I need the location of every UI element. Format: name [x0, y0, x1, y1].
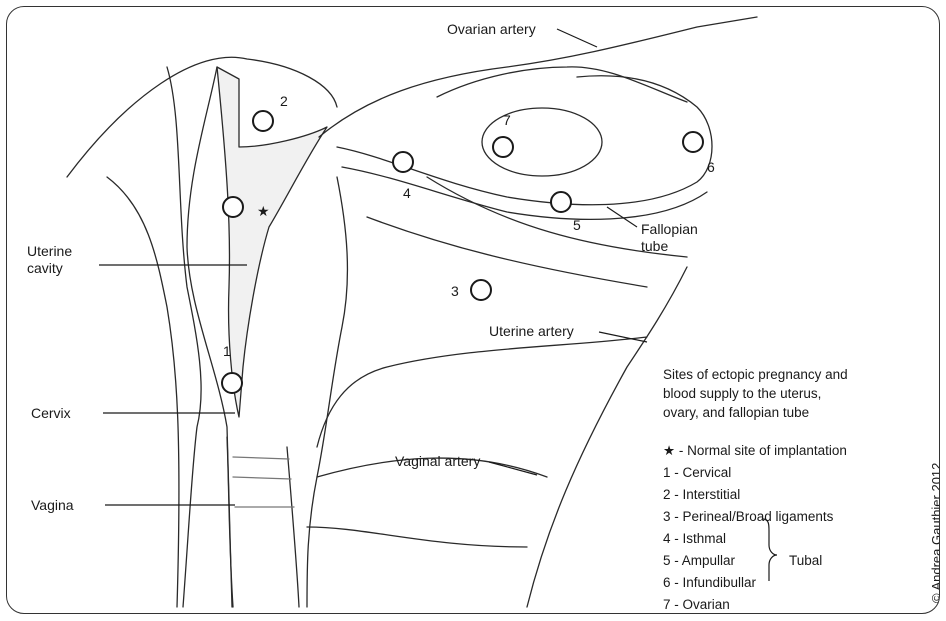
- site-4-marker: [393, 152, 413, 172]
- normal-site-star: ★: [257, 203, 270, 220]
- site-number-7: 7: [503, 112, 511, 128]
- legend-item-5: 5 - Ampullar: [663, 553, 735, 569]
- fallopian-tube: [337, 76, 712, 220]
- label-ovarian-artery: Ovarian artery: [447, 21, 536, 38]
- legend-tubal-label: Tubal: [789, 553, 822, 569]
- ovarian-artery-leader: [557, 29, 597, 47]
- site-number-6: 6: [707, 159, 715, 175]
- legend-title: Sites of ectopic pregnancy and blood sup…: [663, 365, 848, 422]
- site-number-4: 4: [403, 185, 411, 201]
- normal-site-marker: [223, 197, 243, 217]
- vagina-wall: [227, 437, 299, 607]
- vaginal-artery: [307, 458, 547, 547]
- site-6-marker: [683, 132, 703, 152]
- legend-normal: ★ - Normal site of implantation: [663, 443, 847, 459]
- site-2-marker: [253, 111, 273, 131]
- broad-ligament: [367, 177, 687, 287]
- site-5-marker: [551, 192, 571, 212]
- diagram-frame: 1 2 3 4 5 6 7 ★ Ovarian artery Fallopian…: [6, 6, 940, 614]
- site-number-1: 1: [223, 343, 231, 359]
- label-fallopian-tube: Fallopian tube: [641, 221, 698, 255]
- site-number-3: 3: [451, 283, 459, 299]
- tubal-bracket: [763, 519, 777, 581]
- legend-item-7: 7 - Ovarian: [663, 597, 730, 613]
- site-number-5: 5: [573, 217, 581, 233]
- copyright-notice: © Andrea Gauthier 2012: [929, 463, 940, 603]
- legend-item-6: 6 - Infundibullar: [663, 575, 756, 591]
- legend-item-3: 3 - Perineal/Broad ligaments: [663, 509, 833, 525]
- vaginal-artery-leader: [489, 462, 537, 475]
- uterine-artery: [317, 267, 687, 607]
- site-3-marker: [471, 280, 491, 300]
- site-1-marker: [222, 373, 242, 393]
- site-number-2: 2: [280, 93, 288, 109]
- label-uterine-cavity: Uterine cavity: [27, 243, 72, 277]
- legend-item-4: 4 - Isthmal: [663, 531, 726, 547]
- legend-item-2: 2 - Interstitial: [663, 487, 740, 503]
- label-uterine-artery: Uterine artery: [489, 323, 574, 340]
- ovarian-artery: [319, 17, 757, 137]
- uterus-left-wall: [107, 177, 179, 607]
- label-cervix: Cervix: [31, 405, 71, 422]
- label-vaginal-artery: Vaginal artery: [395, 453, 480, 470]
- legend-item-1: 1 - Cervical: [663, 465, 731, 481]
- uterine-artery-leader: [599, 332, 647, 342]
- label-vagina: Vagina: [31, 497, 74, 514]
- site-7-marker: [493, 137, 513, 157]
